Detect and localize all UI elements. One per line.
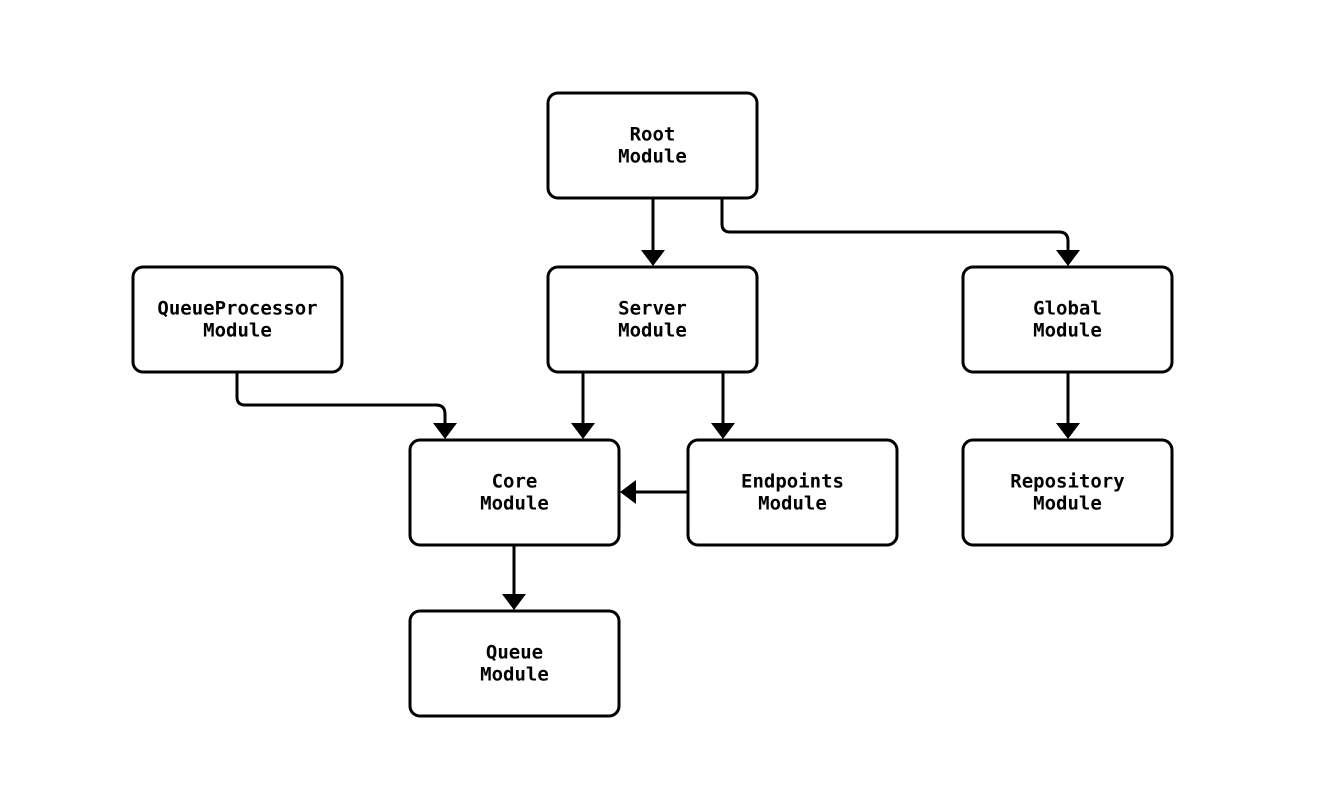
- node-queue-module-label-line2: Module: [480, 664, 549, 686]
- node-global-module: Global Module: [961, 265, 1174, 374]
- node-root-module-label-line2: Module: [618, 146, 687, 168]
- arrowhead-left-icon: [620, 480, 636, 504]
- arrowhead-down-icon: [502, 594, 526, 610]
- arrowhead-down-icon: [433, 423, 457, 439]
- node-global-module-label-line1: Global: [1033, 298, 1102, 320]
- arrowhead-down-icon: [1056, 423, 1080, 439]
- node-repository-module-label-line2: Module: [1033, 493, 1102, 515]
- node-endpoints-module-label-line1: Endpoints: [741, 471, 844, 493]
- arrowhead-down-icon: [641, 250, 665, 266]
- edge-root-to-global: [720, 198, 1080, 266]
- node-global-module-label-line2: Module: [1033, 320, 1102, 342]
- node-queue-module: Queue Module: [408, 609, 621, 718]
- node-queueprocessor-module-label-line1: QueueProcessor: [157, 298, 317, 320]
- node-core-module-label-line2: Module: [480, 493, 549, 515]
- node-repository-module: Repository Module: [961, 438, 1174, 547]
- edge-global-to-repository: [1056, 372, 1080, 439]
- node-queueprocessor-module: QueueProcessor Module: [131, 265, 344, 374]
- diagram-edges: [235, 198, 1080, 610]
- node-core-module: Core Module: [408, 438, 621, 547]
- arrowhead-down-icon: [571, 423, 595, 439]
- node-repository-module-label-line1: Repository: [1010, 471, 1124, 493]
- node-root-module: Root Module: [546, 91, 759, 200]
- edge-root-to-server: [641, 198, 665, 266]
- node-endpoints-module-label-line2: Module: [758, 493, 827, 515]
- arrowhead-down-icon: [711, 423, 735, 439]
- node-endpoints-module: Endpoints Module: [686, 438, 899, 547]
- node-queue-module-label-line1: Queue: [486, 642, 543, 664]
- node-server-module-label-line1: Server: [618, 298, 687, 320]
- edge-queueprocessor-to-core: [235, 372, 457, 439]
- edge-core-to-queue: [502, 545, 526, 610]
- arrowhead-down-icon: [1056, 250, 1080, 266]
- node-server-module-label-line2: Module: [618, 320, 687, 342]
- node-queueprocessor-module-label-line2: Module: [203, 320, 272, 342]
- edge-server-to-core: [571, 372, 595, 439]
- node-core-module-label-line1: Core: [492, 471, 538, 493]
- node-root-module-label-line1: Root: [630, 124, 676, 146]
- node-server-module: Server Module: [546, 265, 759, 374]
- edge-server-to-endpoints: [711, 372, 735, 439]
- diagram-nodes: Root Module QueueProcessor Module Server…: [131, 91, 1174, 718]
- edge-endpoints-to-core: [620, 480, 688, 504]
